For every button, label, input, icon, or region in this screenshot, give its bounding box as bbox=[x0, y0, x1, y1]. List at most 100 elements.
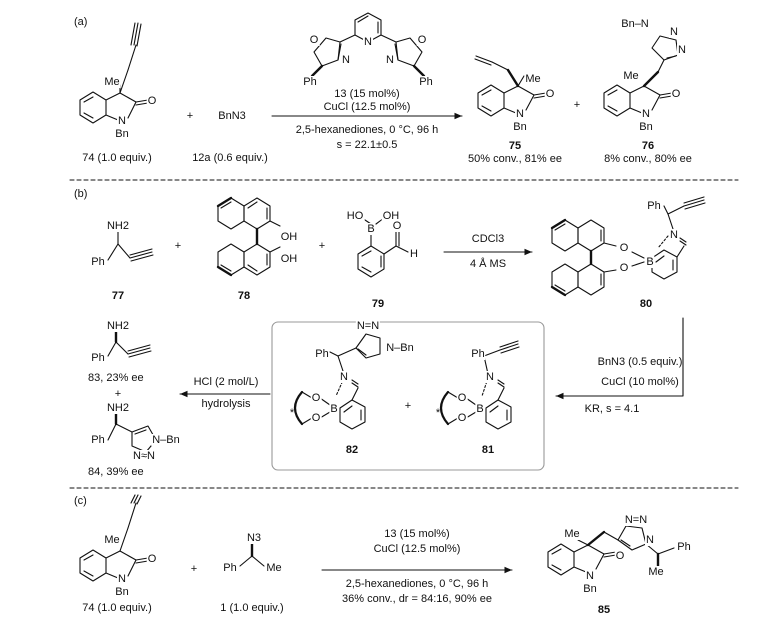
cond-a-cucl: CuCl (12.5 mol%) bbox=[323, 101, 411, 113]
atom-o: O bbox=[416, 34, 428, 46]
cond-c-result: 36% conv., dr = 84:16, 90% ee bbox=[342, 593, 492, 605]
atom-o: O bbox=[456, 392, 468, 404]
atom-n: N bbox=[585, 570, 595, 582]
molecule-76 bbox=[603, 35, 679, 117]
atom-o: O bbox=[146, 95, 158, 107]
label-83: 83, 23% ee bbox=[88, 372, 144, 384]
atom-n: N bbox=[641, 108, 651, 120]
cond-hydrolysis-acid: HCl (2 mol/L) bbox=[193, 376, 259, 388]
atom-n: N bbox=[341, 54, 351, 66]
label-84: 84, 39% ee bbox=[88, 466, 144, 478]
cond-b-solvent: CDCl3 bbox=[471, 233, 505, 245]
atom-me: Me bbox=[622, 70, 640, 82]
molecule-84 bbox=[107, 412, 157, 453]
panel-label-a: (a) bbox=[74, 16, 88, 28]
molecule-83 bbox=[107, 330, 152, 358]
cond-hydrolysis: hydrolysis bbox=[201, 398, 251, 410]
label-1: 1 (1.0 equiv.) bbox=[220, 602, 284, 614]
label-12a: 12a (0.6 equiv.) bbox=[192, 152, 268, 164]
cond-c-catalyst: 13 (15 mol%) bbox=[384, 528, 450, 540]
atom-n: N bbox=[677, 44, 687, 56]
cond-b-sieves: 4 Å MS bbox=[469, 258, 507, 270]
catalyst-ph-right: Ph bbox=[418, 76, 434, 88]
label-77: 77 bbox=[111, 290, 125, 302]
label-80: 80 bbox=[639, 298, 653, 310]
atom-oh: OH bbox=[279, 231, 299, 243]
atom-nh2: NH2 bbox=[105, 402, 131, 414]
atom-ph: Ph bbox=[314, 348, 330, 360]
atom-me: Me bbox=[103, 76, 121, 88]
cond-c-cucl: CuCl (12.5 mol%) bbox=[373, 543, 461, 555]
cond-a-solvent: 2,5-hexanediones, 0 °C, 96 h bbox=[295, 124, 439, 136]
plus-c1: + bbox=[190, 563, 198, 575]
atom-me: Me bbox=[563, 528, 581, 540]
atom-oh: OH bbox=[381, 210, 401, 222]
molecule-78-binol bbox=[216, 196, 281, 277]
atom-n: N bbox=[363, 36, 373, 48]
atom-n: N bbox=[669, 26, 679, 38]
atom-me: Me bbox=[265, 562, 283, 574]
atom-n: N bbox=[117, 115, 127, 127]
cond-a-selectivity: s = 22.1±0.5 bbox=[336, 139, 398, 151]
atom-me: Me bbox=[103, 534, 121, 546]
result-76: 8% conv., 80% ee bbox=[604, 153, 692, 165]
atom-o: O bbox=[670, 88, 682, 100]
atom-oh: OH bbox=[279, 253, 299, 265]
atom-ho: HO bbox=[345, 210, 365, 222]
label-79: 79 bbox=[371, 298, 385, 310]
molecule-74-a bbox=[79, 22, 149, 124]
atom-n-n: N=N bbox=[623, 514, 649, 526]
atom-nh2: NH2 bbox=[105, 220, 131, 232]
atom-ph: Ph bbox=[222, 562, 238, 574]
atom-bn: Bn bbox=[114, 586, 130, 598]
atom-n: N bbox=[515, 108, 525, 120]
atom-star: * bbox=[289, 407, 295, 419]
atom-me: Me bbox=[524, 73, 542, 85]
atom-me: Me bbox=[647, 566, 665, 578]
atom-n: N bbox=[485, 371, 495, 383]
atom-ph: Ph bbox=[646, 200, 662, 212]
atom-o: O bbox=[391, 220, 403, 232]
reagent-bnn3: BnN3 bbox=[218, 110, 246, 122]
atom-ph: Ph bbox=[90, 352, 106, 364]
atom-o: O bbox=[146, 553, 158, 565]
atom-o: O bbox=[544, 88, 556, 100]
atom-o: O bbox=[618, 262, 630, 274]
atom-n: N bbox=[645, 534, 655, 546]
atom-bn: Bn bbox=[512, 121, 528, 133]
atom-bn-n: Bn–N bbox=[620, 18, 650, 30]
cond-b2-azide: BnN3 (0.5 equiv.) bbox=[597, 356, 683, 368]
atom-nh2: NH2 bbox=[105, 320, 131, 332]
atom-n-n: N=N bbox=[355, 320, 381, 332]
cond-a-catalyst: 13 (15 mol%) bbox=[334, 88, 400, 100]
atom-n: N bbox=[117, 573, 127, 585]
plus-a1: + bbox=[186, 110, 194, 122]
molecule-75 bbox=[474, 55, 547, 117]
molecule-82 bbox=[293, 333, 381, 430]
atom-h: H bbox=[409, 248, 419, 260]
molecule-80 bbox=[550, 196, 706, 297]
atom-n: N bbox=[339, 371, 349, 383]
catalyst-ph-left: Ph bbox=[302, 76, 318, 88]
molecule-1 bbox=[239, 542, 265, 567]
result-75: 50% conv., 81% ee bbox=[468, 153, 562, 165]
atom-o: O bbox=[618, 242, 630, 254]
atom-bn: Bn bbox=[638, 121, 654, 133]
molecule-74-c bbox=[79, 494, 149, 582]
atom-o: O bbox=[308, 34, 320, 46]
atom-o: O bbox=[310, 392, 322, 404]
molecule-81 bbox=[439, 340, 520, 430]
atom-b: B bbox=[366, 223, 376, 235]
atom-n-bn: N–Bn bbox=[151, 434, 181, 446]
atom-b: B bbox=[645, 256, 655, 268]
molecule-79 bbox=[357, 217, 409, 278]
plus-a2: + bbox=[573, 99, 581, 111]
atom-o: O bbox=[456, 412, 468, 424]
label-81: 81 bbox=[481, 444, 495, 456]
plus-box: + bbox=[404, 400, 412, 412]
plus-b1: + bbox=[174, 240, 182, 252]
plus-b2: + bbox=[318, 240, 326, 252]
atom-ph: Ph bbox=[470, 348, 486, 360]
label-74-c: 74 (1.0 equiv.) bbox=[82, 602, 152, 614]
